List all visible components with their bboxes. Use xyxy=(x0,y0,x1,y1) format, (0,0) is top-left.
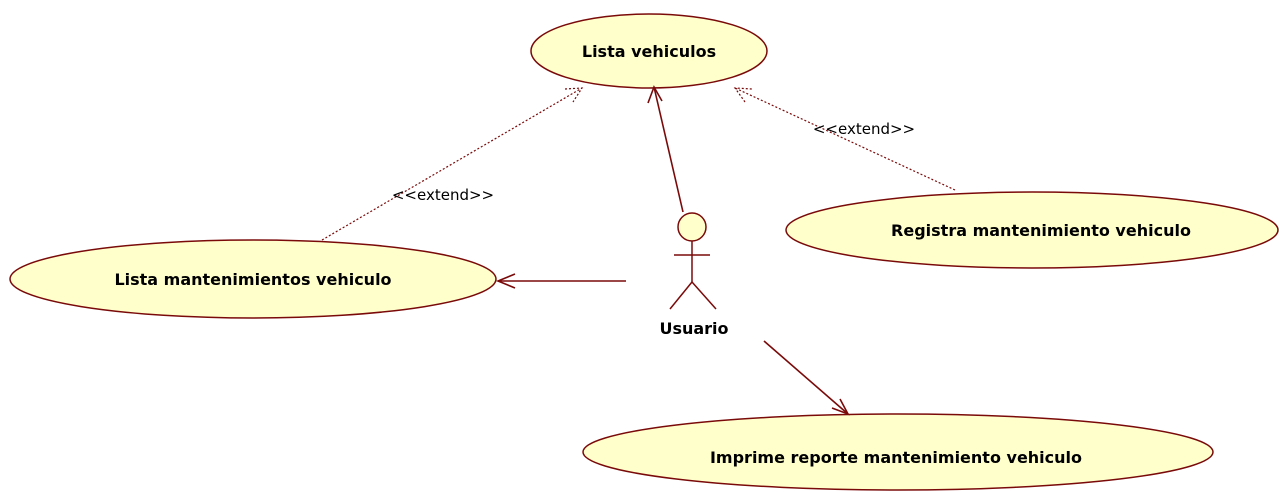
extend-lista-mantenimientos-to-lista-vehiculos[interactable]: <<extend>> xyxy=(321,87,584,241)
actor-head xyxy=(677,212,707,242)
use-case-lista-vehiculos[interactable]: Lista vehiculos xyxy=(530,13,768,89)
extend-label-right: <<extend>> xyxy=(813,120,915,138)
extend-registra-mantenimiento-to-lista-vehiculos[interactable]: <<extend>> xyxy=(733,87,956,191)
extend-label-left: <<extend>> xyxy=(392,186,494,204)
use-case-imprime-reporte-label: Imprime reporte mantenimiento vehiculo xyxy=(710,448,1082,467)
use-case-lista-mantenimientos[interactable]: Lista mantenimientos vehiculo xyxy=(9,239,497,319)
use-case-imprime-reporte[interactable]: Imprime reporte mantenimiento vehiculo xyxy=(582,413,1214,491)
actor-right-leg xyxy=(691,281,717,310)
use-case-lista-vehiculos-label: Lista vehiculos xyxy=(582,42,716,61)
actor-usuario[interactable]: Usuario xyxy=(659,212,729,338)
actor-label: Usuario xyxy=(659,319,728,338)
association-usuario-imprime-reporte[interactable] xyxy=(763,340,850,416)
association-usuario-lista-vehiculos[interactable] xyxy=(647,85,684,213)
association-usuario-lista-mantenimientos[interactable] xyxy=(495,273,626,289)
use-case-registra-mantenimiento-label: Registra mantenimiento vehiculo xyxy=(891,221,1191,240)
use-case-lista-mantenimientos-label: Lista mantenimientos vehiculo xyxy=(114,270,391,289)
actor-left-leg xyxy=(669,281,693,310)
use-case-registra-mantenimiento[interactable]: Registra mantenimiento vehiculo xyxy=(785,191,1279,269)
